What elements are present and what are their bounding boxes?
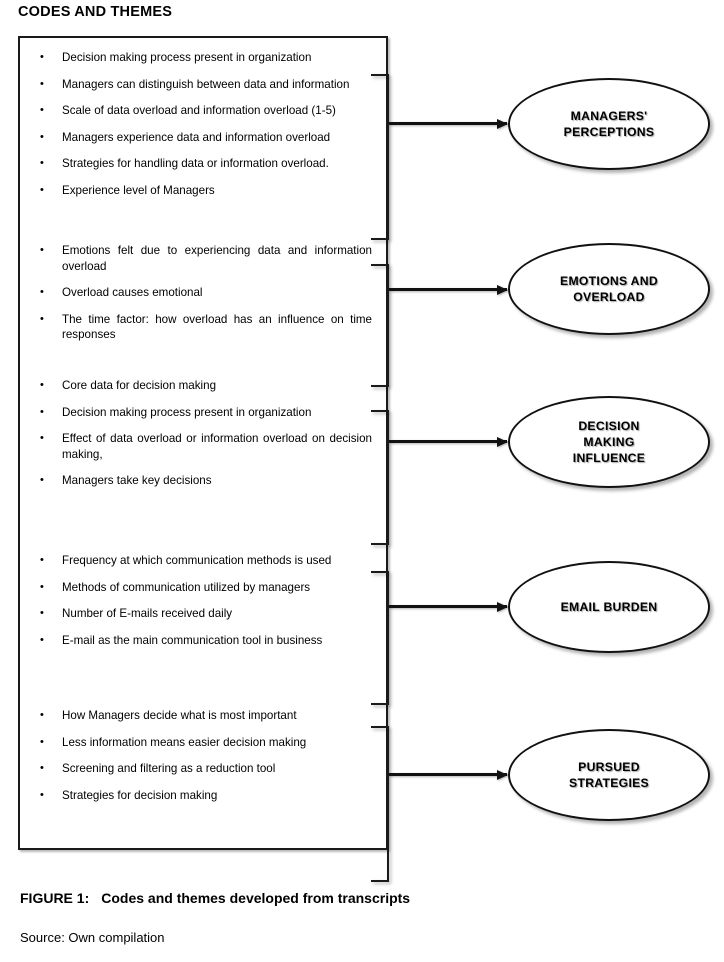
figure-number: FIGURE 1: [20,890,90,906]
code-item: • How Managers decide what is most import… [34,708,372,724]
code-item-label: Number of E-mails received daily [62,607,233,620]
code-item-label: Strategies for decision making [62,788,218,802]
theme-label: DECISION MAKING INFLUENCE [572,419,646,465]
code-group: • Decision making process present in orga… [34,50,372,198]
bullet-icon: • [40,379,44,391]
bullet-icon: • [40,554,44,566]
code-item: • Managers can distinguish between data a… [34,77,372,93]
code-item-label: Core data for decision making [62,379,217,392]
code-item: • The time factor: how overload has an in… [34,312,372,343]
bullet-icon: • [40,312,44,325]
code-item-label: E-mail as the main communication tool in… [62,633,323,647]
theme-ellipse: EMAIL BURDEN [508,561,710,653]
bullet-icon: • [40,474,44,486]
code-group: • Frequency at which communication method… [34,553,372,648]
theme-ellipse: PURSUED STRATEGIES [508,729,710,821]
codes-container: • Decision making process present in orga… [18,36,388,850]
code-item: • Overload causes emotional [34,285,372,301]
connector-arrow-icon [389,288,507,291]
bullet-icon: • [40,104,44,116]
bullet-icon: • [40,762,44,774]
connector-arrow-icon [389,440,507,443]
code-group: • How Managers decide what is most import… [34,708,372,803]
code-item-label: The time factor: how overload has an inf… [62,312,372,342]
connector-arrow-icon [389,605,507,608]
code-group: • Emotions felt due to experiencing data … [34,243,372,343]
code-item-label: Methods of communication utilized by man… [62,580,311,594]
code-group: • Core data for decision making • Decision … [34,378,372,489]
theme-ellipse: MANAGERS' PERCEPTIONS [508,78,710,170]
figure-caption-text: Codes and themes developed from transcri… [101,890,411,906]
code-item-label: Screening and filtering as a reduction t… [62,762,276,775]
bullet-icon: • [40,286,44,298]
figure-caption: FIGURE 1: Codes and themes developed from… [20,890,410,906]
bullet-icon: • [40,788,44,801]
bullet-icon: • [40,580,44,593]
bullet-icon: • [40,709,44,721]
code-item-label: Decision making process present in organ… [62,51,312,64]
group-bracket [371,726,389,882]
code-item-label: Effect of data overload or information o… [62,432,372,461]
code-item: • Emotions felt due to experiencing data … [34,243,372,274]
code-item: • Frequency at which communication method… [34,553,372,569]
code-item-label: Less information means easier decision m… [62,735,307,749]
bullet-icon: • [40,244,44,256]
code-item: • Strategies for handling data or informa… [34,156,372,172]
bullet-icon: • [40,183,44,196]
code-item-label: Frequency at which communication methods… [62,554,332,567]
page-title: CODES AND THEMES [18,4,173,20]
bullet-icon: • [40,735,44,748]
group-bracket [371,264,389,387]
bullet-icon: • [40,77,44,90]
bullet-icon: • [40,157,44,169]
code-item: • Managers experience data and informatio… [34,130,372,146]
theme-label: PURSUED STRATEGIES [569,760,649,790]
code-item: • Strategies for decision making [34,788,372,804]
code-item: • Effect of data overload or information … [34,431,372,462]
code-item: • Screening and filtering as a reduction… [34,761,372,777]
code-item: • Decision making process present in orga… [34,50,372,66]
group-bracket [371,571,389,705]
group-bracket [371,74,389,240]
code-item-label: Emotions felt due to experiencing data a… [62,244,372,273]
code-item: • E-mail as the main communication tool i… [34,633,372,649]
code-item-label: Scale of data overload and information o… [62,104,336,117]
theme-label: MANAGERS' PERCEPTIONS [563,109,655,139]
code-item-label: Experience level of Managers [62,183,215,197]
code-item: • Scale of data overload and information … [34,103,372,119]
code-item: • Managers take key decisions [34,473,372,489]
bullet-icon: • [40,607,44,619]
connector-arrow-icon [389,122,507,125]
bullet-icon: • [40,432,44,444]
theme-ellipse: EMOTIONS AND OVERLOAD [508,243,710,335]
code-item: • Less information means easier decision … [34,735,372,751]
code-item-label: Managers can distinguish between data an… [62,77,350,91]
code-item-label: Decision making process present in organ… [62,405,312,419]
theme-label: EMAIL BURDEN [560,600,658,614]
connector-arrow-icon [389,773,507,776]
code-item-label: Managers experience data and information… [62,130,331,144]
code-item: • Core data for decision making [34,378,372,394]
code-item-label: How Managers decide what is most importa… [62,709,297,722]
bullet-icon: • [40,51,44,63]
code-item: • Number of E-mails received daily [34,606,372,622]
code-item-label: Managers take key decisions [62,474,212,487]
bullet-icon: • [40,405,44,418]
code-item: • Methods of communication utilized by ma… [34,580,372,596]
code-item: • Experience level of Managers [34,183,372,199]
bullet-icon: • [40,633,44,646]
code-item-label: Overload causes emotional [62,286,203,299]
group-bracket [371,410,389,545]
theme-label: EMOTIONS AND OVERLOAD [560,274,658,304]
code-item-label: Strategies for handling data or informat… [62,157,329,170]
theme-ellipse: DECISION MAKING INFLUENCE [508,396,710,488]
figure-source: Source: Own compilation [20,930,165,945]
bullet-icon: • [40,130,44,143]
code-item: • Decision making process present in orga… [34,405,372,421]
